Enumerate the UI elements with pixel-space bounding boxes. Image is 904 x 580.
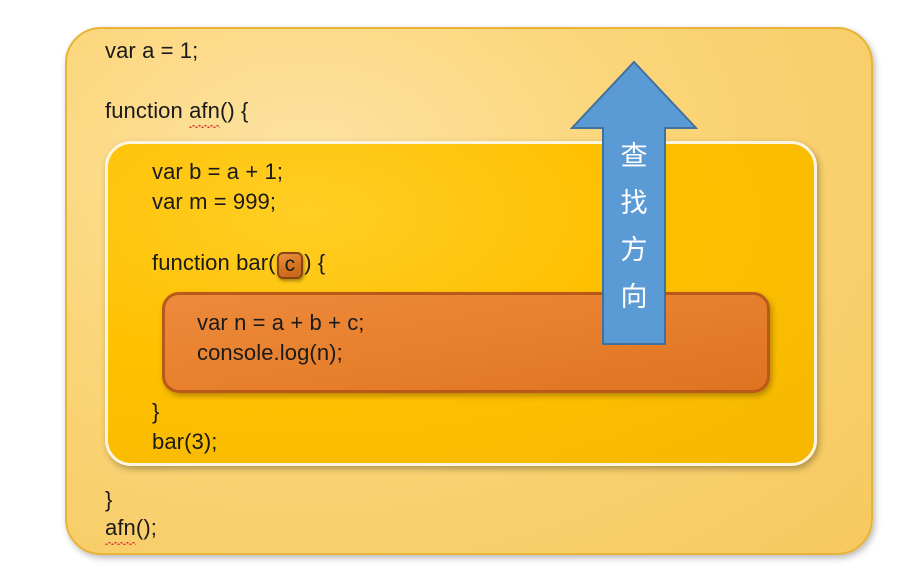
arrow-label-char-2: 找	[620, 188, 648, 219]
scope-box-bar	[162, 292, 770, 393]
arrow-up-icon	[570, 60, 698, 345]
code-line-afn-call-bar: bar(3);	[152, 429, 218, 454]
code-function-bar-prefix: function bar(	[152, 250, 276, 275]
code-line-bar-var-n: var n = a + b + c;	[197, 310, 365, 335]
code-line-afn-var-m: var m = 999;	[152, 189, 277, 214]
code-line-afn-function-bar: function bar(c) {	[152, 248, 326, 279]
code-line-afn-var-b: var b = a + 1;	[152, 159, 284, 184]
lookup-direction-arrow: 查 找 方 向	[570, 58, 698, 348]
code-function-bar-suffix: ) {	[304, 250, 326, 275]
code-line-global-function-afn: function afn() {	[105, 96, 249, 128]
code-paren-open-brace: () {	[219, 98, 249, 123]
arrow-label-char-1: 查	[620, 141, 648, 172]
code-call-parens: ();	[135, 515, 157, 540]
code-line-global-close-brace: }	[105, 487, 113, 512]
code-line-global-call-afn: afn();	[105, 513, 157, 545]
arrow-label-char-4: 向	[620, 282, 648, 313]
code-line-global-var-a: var a = 1;	[105, 38, 199, 63]
code-keyword-function: function	[105, 98, 190, 123]
code-line-bar-console-log: console.log(n);	[197, 340, 343, 365]
identifier-afn-call: afn	[105, 513, 136, 545]
highlighted-param-c: c	[276, 252, 304, 279]
code-line-bar-close-brace: }	[152, 399, 160, 424]
identifier-afn: afn	[189, 96, 220, 128]
arrow-label-char-3: 方	[620, 235, 648, 266]
arrow-label-lookup-direction: 查 找 方 向	[570, 133, 698, 321]
